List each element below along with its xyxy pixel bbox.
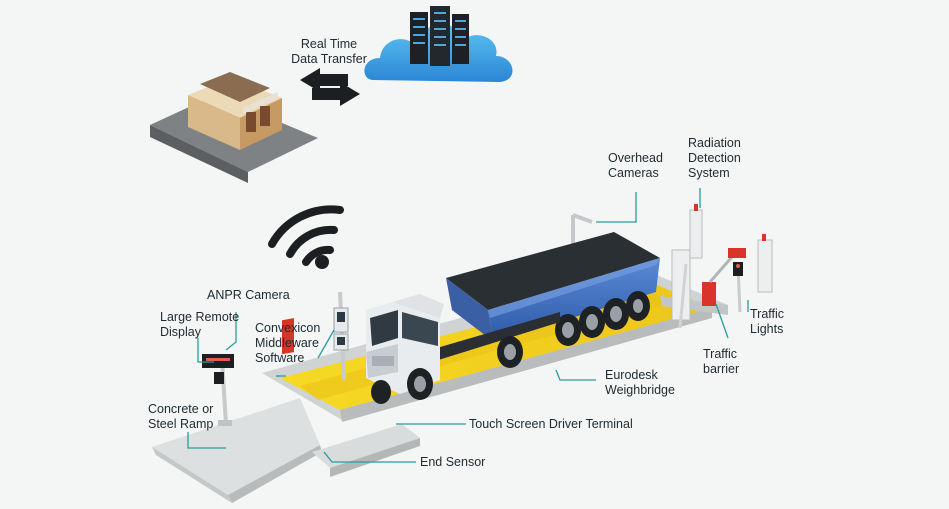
label-eurodesk-weighbridge: Eurodesk Weighbridge	[605, 368, 675, 397]
left-barrier	[282, 318, 294, 355]
label-traffic-lights: Traffic Lights	[750, 307, 785, 336]
label-large-remote-display: Large Remote Display	[160, 310, 240, 339]
label-concrete-or-steel-ramp: Concrete or Steel Ramp	[148, 402, 214, 431]
right-barrier	[702, 248, 746, 306]
middleware-pole	[333, 291, 349, 381]
label-convexicon-middleware-software: Convexicon Middleware Software	[255, 321, 321, 365]
overhead-camera	[571, 213, 593, 247]
building-icon	[150, 72, 318, 183]
sync-arrows-icon	[300, 68, 360, 106]
label-real-time-data-transfer: Real Time Data Transfer	[291, 37, 367, 66]
label-touch-screen-driver-terminal: Touch Screen Driver Terminal	[469, 417, 633, 431]
label-end-sensor: End Sensor	[420, 455, 486, 469]
wifi-dot	[315, 255, 329, 269]
radiation-portal	[671, 204, 703, 329]
truck-illustration	[366, 232, 660, 404]
ramp	[152, 398, 322, 503]
wifi-icon	[268, 205, 344, 266]
label-traffic-barrier: Traffic barrier	[703, 347, 740, 376]
traffic-light-right	[733, 234, 773, 313]
remote-display-post	[202, 354, 234, 426]
cloud-server-icon	[364, 6, 513, 82]
label-radiation-detection-system: Radiation Detection System	[688, 136, 741, 180]
label-anpr-camera: ANPR Camera	[207, 288, 290, 302]
leader-lines	[187, 188, 749, 463]
label-overhead-cameras: Overhead Cameras	[608, 151, 663, 180]
end-sensor-block	[312, 424, 420, 477]
